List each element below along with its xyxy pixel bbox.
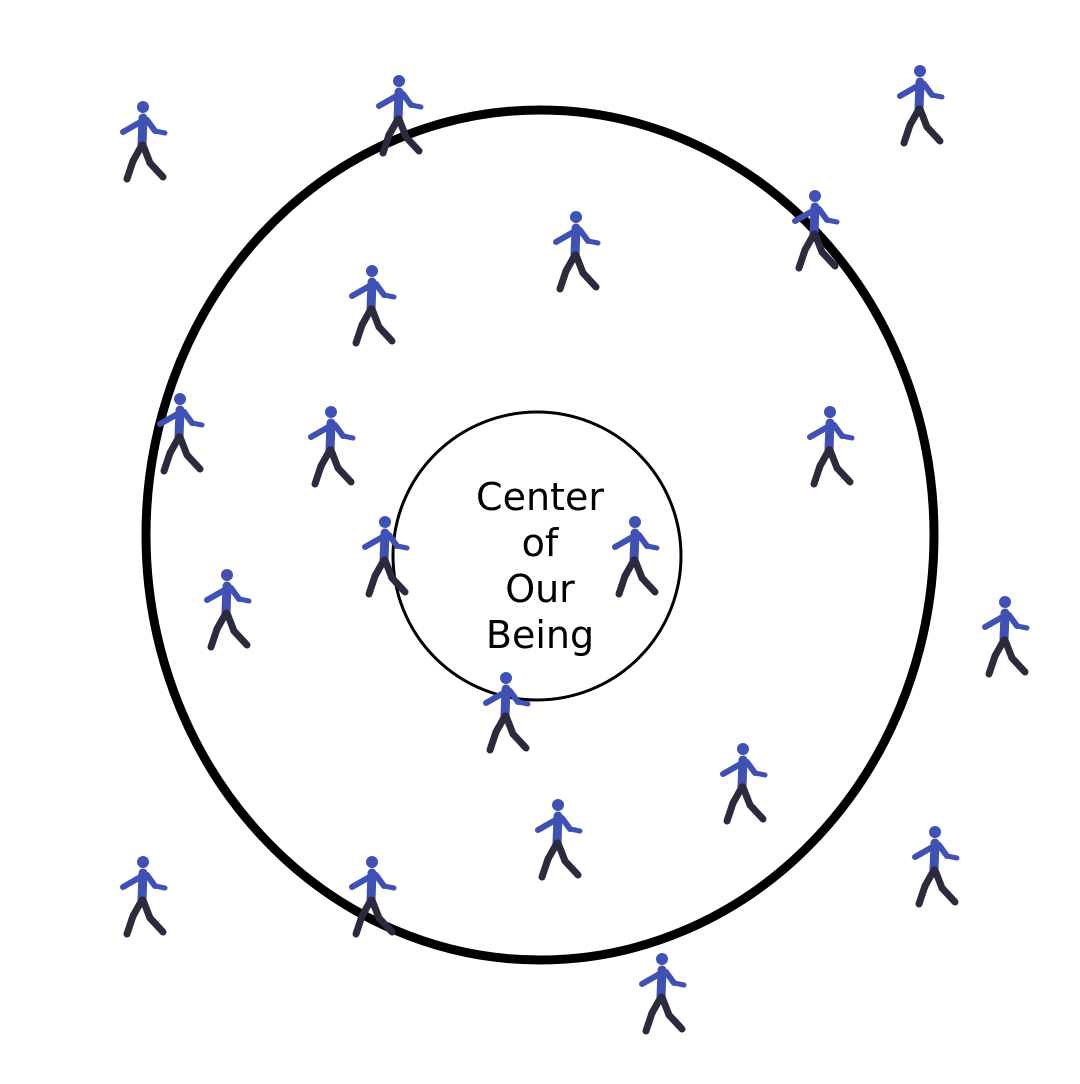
walking-person-icon [157,393,205,475]
walking-person-icon [553,211,601,293]
center-label-line-2: of [521,521,559,565]
walking-person-icon [912,826,960,908]
walking-person-icon [897,65,945,147]
walking-person-icon [349,265,397,347]
center-label-line-4: Being [485,613,595,657]
walking-person-icon [639,953,687,1035]
walking-person-icon [807,406,855,488]
walking-person-icon [483,672,531,754]
walking-person-icon [308,406,356,488]
walking-person-icon [982,596,1030,678]
walking-person-icon [362,516,410,598]
walking-person-icon [792,190,840,272]
walking-person-icon [376,75,424,157]
center-label-line-3: Our [505,567,575,611]
walkers-layer [120,65,1030,1035]
center-label: Center of Our Being [440,474,640,658]
walking-person-icon [204,569,252,651]
outer-circle [141,105,939,965]
walking-person-icon [535,799,583,881]
walking-person-icon [120,856,168,938]
walking-person-icon [349,856,397,938]
inner-circle [391,410,683,702]
walking-person-icon [612,516,660,598]
center-label-line-1: Center [476,475,604,519]
walking-person-icon [120,101,168,183]
walking-person-icon [720,743,768,825]
